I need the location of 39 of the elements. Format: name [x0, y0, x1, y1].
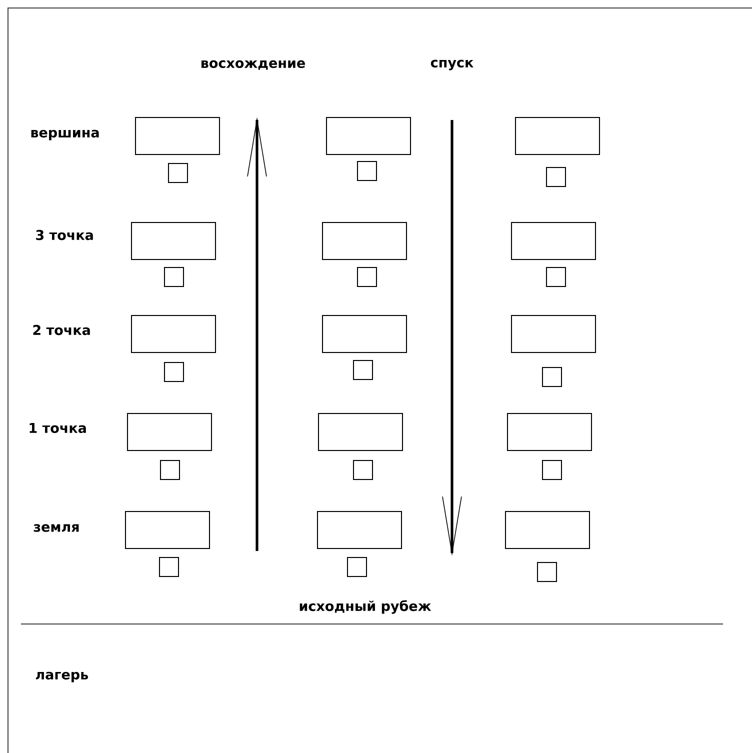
line-label: исходный рубеж — [300, 600, 432, 614]
checkbox — [546, 267, 566, 287]
checkbox — [159, 557, 179, 577]
input-box — [511, 222, 596, 260]
checkbox — [353, 460, 373, 480]
checkbox — [542, 460, 562, 480]
input-box — [127, 413, 212, 451]
column-heading: восхождение — [202, 60, 305, 70]
checkbox — [164, 362, 184, 382]
input-box — [131, 222, 216, 260]
checkbox — [160, 460, 180, 480]
input-box — [135, 117, 220, 155]
input-box — [322, 222, 407, 260]
input-box — [131, 315, 216, 353]
input-box — [515, 117, 600, 155]
checkbox — [537, 562, 557, 582]
checkbox — [168, 163, 188, 183]
input-box — [507, 413, 592, 451]
checkbox — [357, 161, 377, 181]
input-box — [511, 315, 596, 353]
input-box — [318, 413, 403, 451]
input-box — [505, 511, 590, 549]
input-box — [125, 511, 210, 549]
checkbox — [164, 267, 184, 287]
row-label: вершина — [31, 130, 99, 140]
row-label: 2 точка — [33, 324, 90, 336]
row-label: 3 точка — [36, 230, 93, 240]
checkbox — [357, 267, 377, 287]
area-label: лагерь — [36, 672, 88, 682]
checkbox — [347, 557, 367, 577]
input-box — [326, 117, 411, 155]
input-box — [322, 315, 407, 353]
column-heading: спуск — [430, 60, 474, 70]
input-box — [317, 511, 402, 549]
checkbox — [546, 167, 566, 187]
row-label: земля — [34, 524, 79, 532]
checkbox — [353, 360, 373, 380]
row-label: 1 точка — [30, 422, 86, 434]
checkbox — [542, 367, 562, 387]
